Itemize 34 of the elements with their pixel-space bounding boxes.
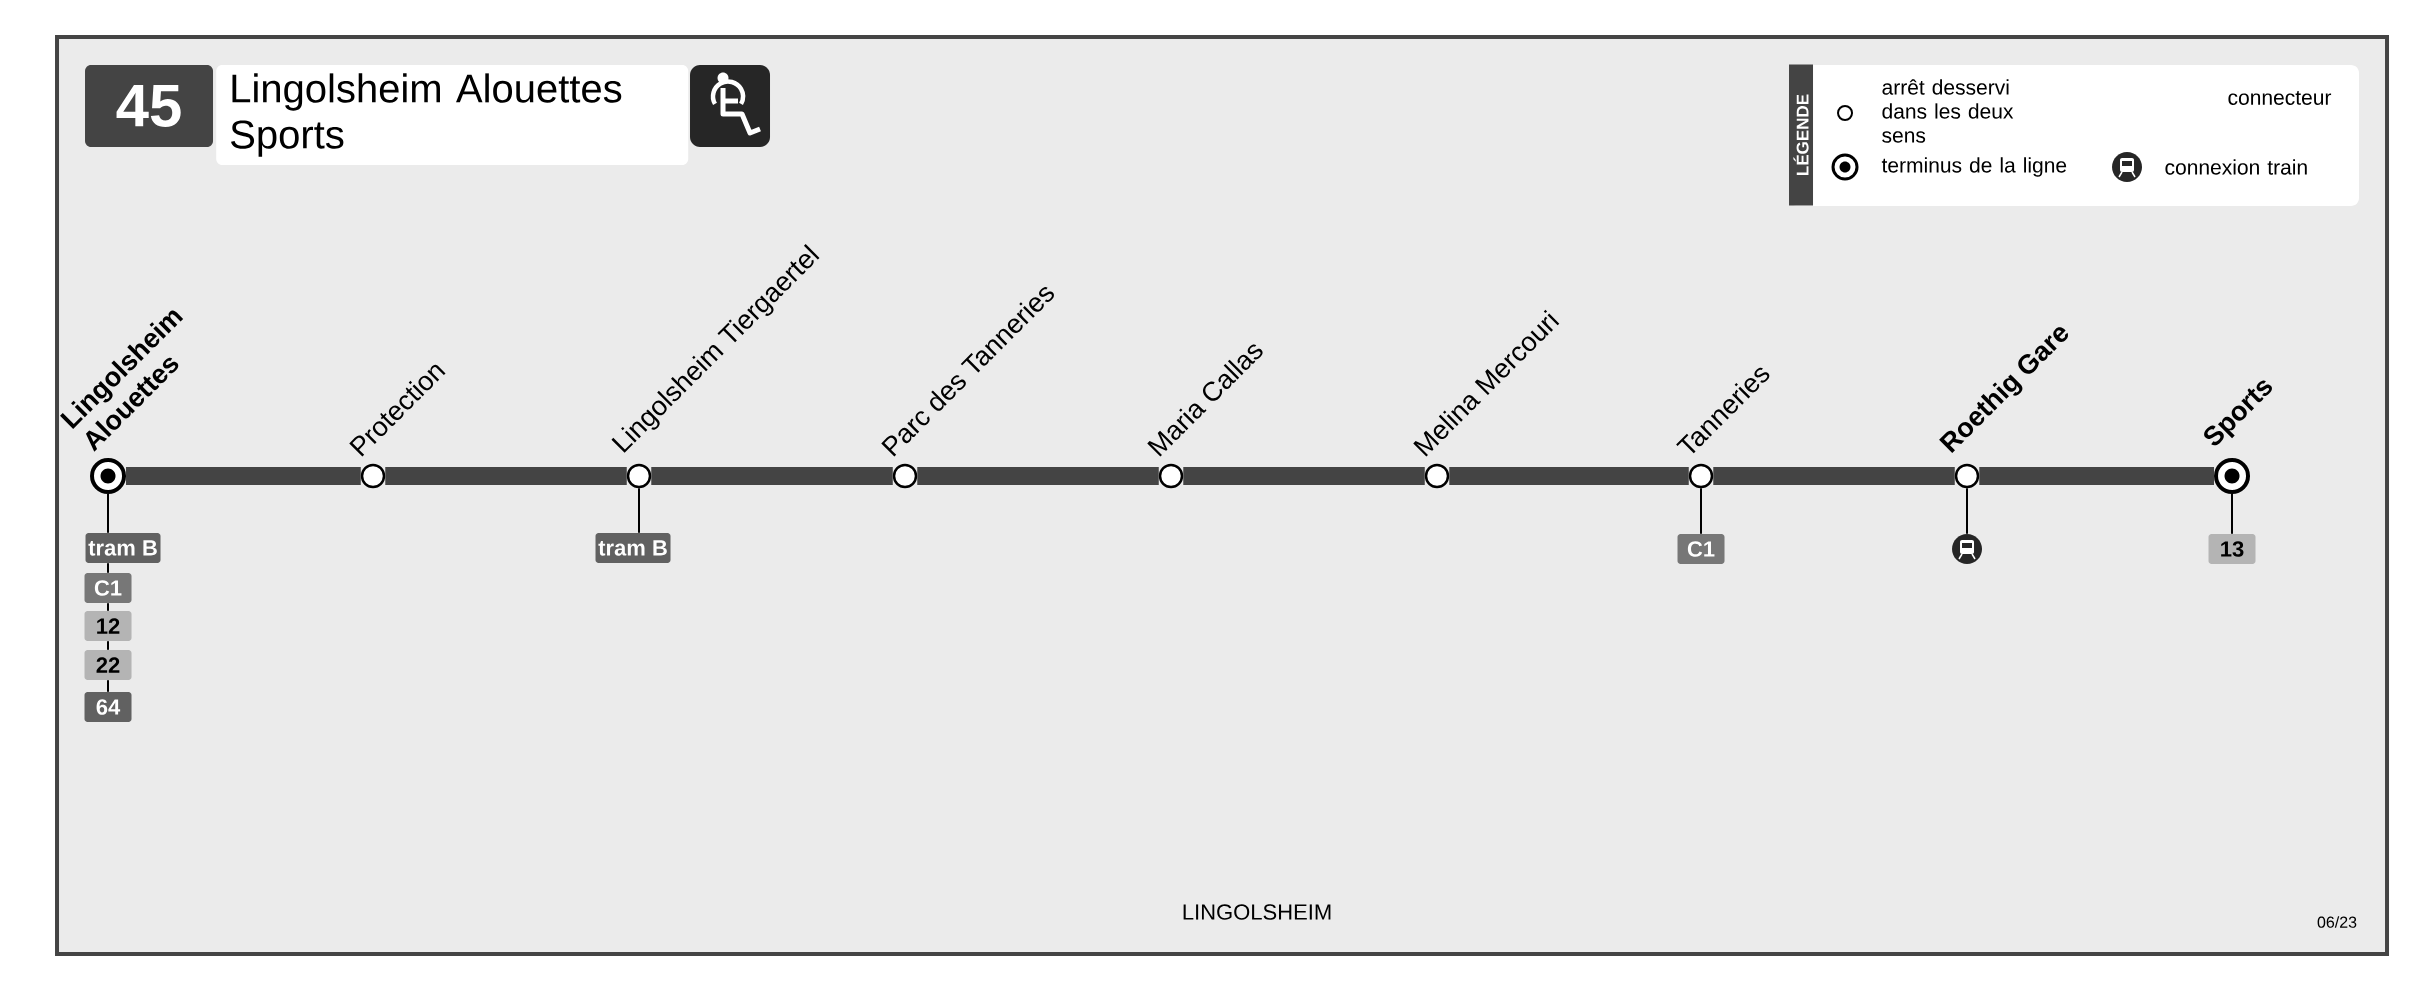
route-badge: C1 — [84, 573, 132, 603]
place-name: LINGOLSHEIM — [1183, 904, 1331, 920]
route-line — [385, 467, 627, 485]
line-number-badge: 45 — [85, 65, 213, 147]
connection-line — [638, 487, 640, 534]
connection-line — [107, 493, 109, 534]
connection-line — [1966, 487, 1968, 535]
train-icon — [1952, 534, 1982, 564]
route-badge: C1 — [1677, 534, 1725, 564]
route-line — [1183, 467, 1425, 485]
route-badge: 64 — [84, 692, 132, 722]
route-line — [1449, 467, 1689, 485]
route-badge: tram B — [595, 533, 671, 563]
connection-line — [107, 562, 109, 574]
legend-text: terminus de la ligne — [1881, 157, 2067, 177]
route-line — [651, 467, 893, 485]
route-line — [1979, 467, 2214, 485]
route-line — [1713, 467, 1955, 485]
connection-line — [107, 679, 109, 693]
destination-box: Lingolsheim Alouettes Sports — [216, 65, 689, 165]
connection-line — [107, 640, 109, 651]
route-badge: 12 — [84, 611, 132, 641]
connection-line — [107, 602, 109, 612]
legend-text: connexion train — [2165, 159, 2307, 175]
route-badge: 22 — [84, 650, 132, 680]
route-badge: 13 — [2208, 534, 2256, 564]
legend-text: connecteur — [2228, 91, 2332, 105]
legend-heading: LÉGENDE — [1789, 64, 1813, 206]
route-line — [126, 467, 361, 485]
connection-line — [1700, 487, 1702, 535]
connection-line — [2231, 493, 2233, 535]
route-badge: tram B — [85, 533, 161, 563]
route-line — [917, 467, 1159, 485]
date-label: 06/23 — [2317, 916, 2357, 928]
